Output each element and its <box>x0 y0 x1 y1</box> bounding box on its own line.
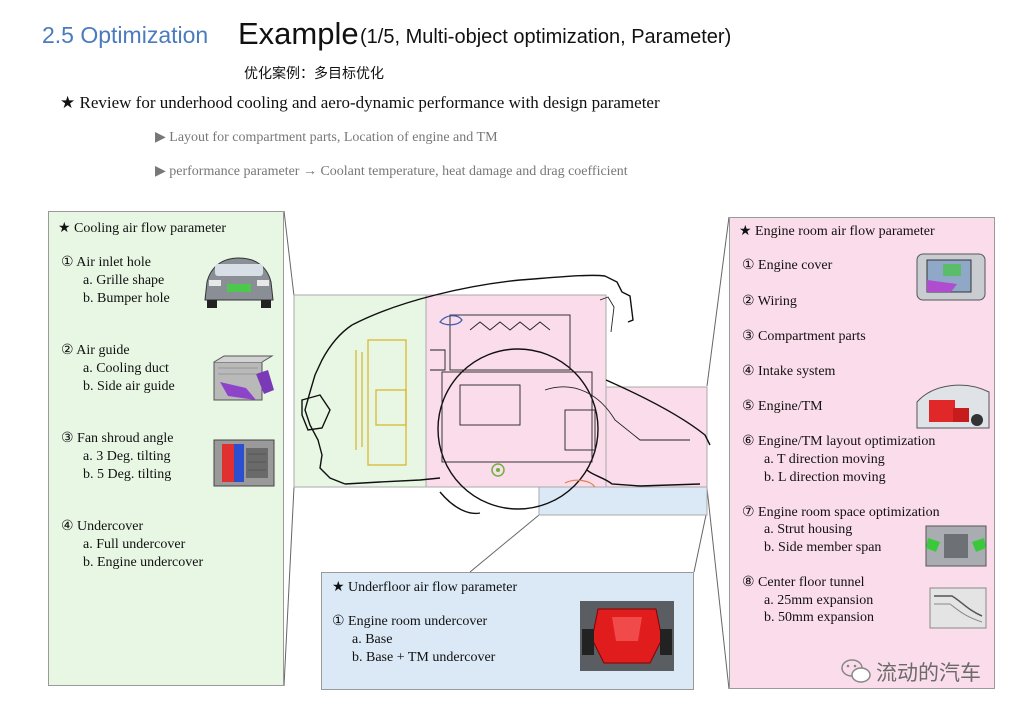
underfloor-item-label: ① Engine room undercover <box>332 614 488 629</box>
engine-item-label: ④ Intake system <box>742 364 836 379</box>
engine-item-sub: a. Strut housing <box>764 522 853 537</box>
engine-item-label: ② Wiring <box>742 294 797 309</box>
engine-cover-thumbnail <box>916 253 986 301</box>
section-number: 2.5 Optimization <box>42 22 209 48</box>
cooling-item-sub: b. Bumper hole <box>83 291 170 306</box>
engine-panel-title: ★ Engine room air flow parameter <box>739 224 935 239</box>
engine-zone <box>425 294 607 488</box>
engine-item-sub: b. L direction moving <box>764 470 886 485</box>
cooling-item-label: ② Air guide <box>61 343 130 358</box>
cooling-item-sub: b. Engine undercover <box>83 555 204 570</box>
cooling-panel-title: ★ Cooling air flow parameter <box>58 221 227 236</box>
car-outline <box>301 274 711 515</box>
underfloor-zone <box>538 486 708 516</box>
fan-shroud-thumbnail <box>213 439 275 487</box>
cooling-air-flow-panel: ★ Cooling air flow parameter ① Air inlet… <box>48 211 284 686</box>
engine-room-air-flow-panel: ★ Engine room air flow parameter ① Engin… <box>729 217 995 689</box>
floor-tunnel-thumbnail <box>929 587 987 629</box>
engine-tm-thumbnail <box>916 384 990 429</box>
engine-item-label: ⑥ Engine/TM layout optimization <box>742 434 936 449</box>
strut-housing-thumbnail <box>925 525 987 567</box>
underfloor-item-sub: a. Base <box>352 632 393 647</box>
engine-item-label: ⑤ Engine/TM <box>742 399 823 414</box>
engine-item-label: ⑦ Engine room space optimization <box>742 505 940 520</box>
cooling-item-sub: a. 3 Deg. tilting <box>83 449 171 464</box>
page-title: Example <box>238 16 359 51</box>
engine-item-label: ③ Compartment parts <box>742 329 866 344</box>
engine-item-label: ① Engine cover <box>742 258 833 273</box>
page-subtitle: (1/5, Multi-object optimization, Paramet… <box>360 26 732 48</box>
chinese-subtitle: 优化案例：多目标优化 <box>244 65 384 81</box>
undercover-thumbnail <box>580 601 674 671</box>
air-guide-thumbnail <box>213 355 274 401</box>
engine-zone-rear <box>605 386 708 488</box>
cooling-item-sub: b. 5 Deg. tilting <box>83 467 172 482</box>
cooling-item-label: ③ Fan shroud angle <box>61 431 174 446</box>
review-heading: ★ Review for underhood cooling and aero-… <box>60 93 660 112</box>
wechat-icon <box>841 659 871 683</box>
engine-item-label: ⑧ Center floor tunnel <box>742 575 865 590</box>
car-front-thumbnail <box>204 257 274 308</box>
cooling-item-sub: a. Full undercover <box>83 537 186 552</box>
engine-item-sub: b. 50mm expansion <box>764 610 875 625</box>
engine-item-sub: a. 25mm expansion <box>764 593 874 608</box>
review-bullet: ▶ performance parameter → Coolant temper… <box>155 164 628 179</box>
watermark: 流动的汽车 <box>876 662 981 685</box>
cooling-item-sub: a. Grille shape <box>83 273 165 288</box>
radiator-outline <box>355 339 407 466</box>
cooling-item-sub: a. Cooling duct <box>83 361 169 376</box>
review-bullet: ▶ Layout for compartment parts, Location… <box>155 130 498 145</box>
cooling-item-sub: b. Side air guide <box>83 379 175 394</box>
underfloor-panel-title: ★ Underfloor air flow parameter <box>332 580 518 595</box>
underfloor-item-sub: b. Base + TM undercover <box>352 650 496 665</box>
cooling-item-label: ④ Undercover <box>61 519 144 534</box>
engine-item-sub: a. T direction moving <box>764 452 885 467</box>
underfloor-air-flow-panel: ★ Underfloor air flow parameter ① Engine… <box>321 572 694 690</box>
cooling-item-label: ① Air inlet hole <box>61 255 151 270</box>
engine-item-sub: b. Side member span <box>764 540 882 555</box>
cooling-zone <box>293 294 427 488</box>
